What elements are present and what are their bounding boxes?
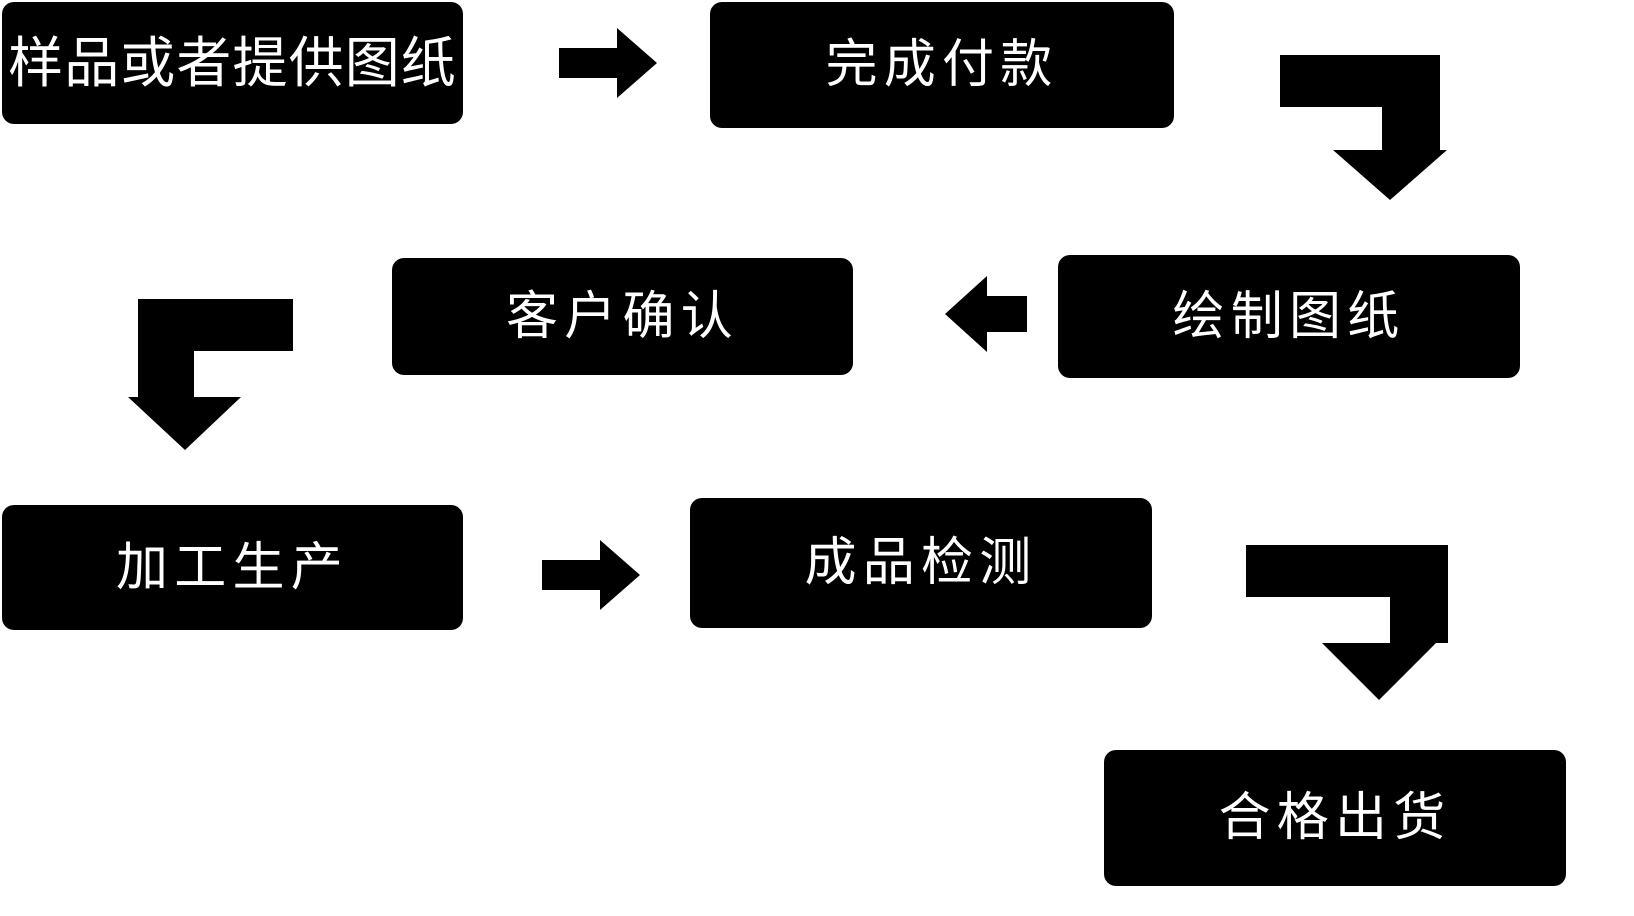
flow-node-sample-label: 样品或者提供图纸 — [8, 30, 457, 95]
arrow-elbow-down-icon — [1238, 530, 1448, 700]
flow-node-inspect[interactable]: 成品检测 — [690, 498, 1152, 628]
flow-node-drawing[interactable]: 绘制图纸 — [1058, 255, 1520, 378]
flow-node-payment[interactable]: 完成付款 — [710, 2, 1174, 128]
flow-node-produce[interactable]: 加工生产 — [2, 505, 463, 630]
arrow-elbow-down-icon — [1272, 40, 1447, 200]
arrow-right-icon — [545, 22, 663, 104]
flow-node-ship-label: 合格出货 — [1218, 788, 1452, 848]
flow-node-sample[interactable]: 样品或者提供图纸 — [2, 2, 463, 124]
arrow-elbow-down-icon — [128, 285, 303, 450]
flow-node-payment-label: 完成付款 — [825, 35, 1059, 95]
arrow-left-icon — [935, 270, 1027, 355]
flow-node-produce-label: 加工生产 — [116, 537, 349, 598]
flow-node-inspect-label: 成品检测 — [804, 533, 1038, 593]
flow-node-ship[interactable]: 合格出货 — [1104, 750, 1566, 886]
arrow-right-icon — [528, 534, 646, 616]
flow-node-drawing-label: 绘制图纸 — [1172, 286, 1406, 347]
flow-node-confirm[interactable]: 客户确认 — [392, 258, 853, 375]
flow-node-confirm-label: 客户确认 — [506, 286, 739, 347]
